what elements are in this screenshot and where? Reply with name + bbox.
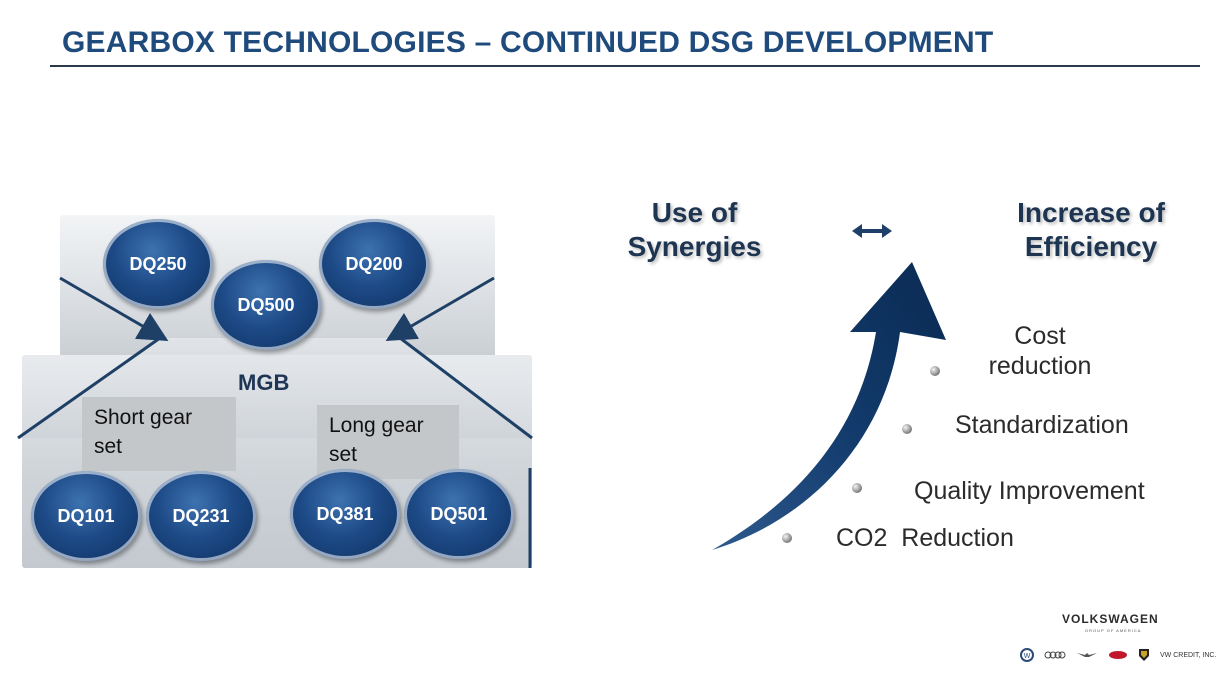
vw-logo-icon: W xyxy=(1020,648,1034,662)
svg-text:W: W xyxy=(1024,653,1031,660)
bullet-co2-reduction: CO2 Reduction xyxy=(836,524,1014,552)
bullet-standardization: Standardization xyxy=(955,411,1129,439)
slide-title: GEARBOX TECHNOLOGIES – CONTINUED DSG DEV… xyxy=(62,26,994,59)
disc-dq200: DQ200 xyxy=(319,219,429,309)
increase-of-efficiency-heading: Increase of Efficiency xyxy=(1017,197,1165,262)
disc-dq381: DQ381 xyxy=(290,469,400,559)
bullet-dot-2 xyxy=(902,424,912,434)
volkswagen-wordmark: VOLKSWAGEN xyxy=(1062,612,1159,626)
roof-right-line xyxy=(399,336,533,440)
audi-logo-icon xyxy=(1044,651,1066,659)
disc-dq500: DQ500 xyxy=(211,260,321,350)
lamborghini-logo-icon xyxy=(1139,649,1149,661)
bullet-dot-1 xyxy=(930,366,940,376)
left-arrow xyxy=(59,276,169,342)
group-of-america-label: GROUP OF AMERICA xyxy=(1085,628,1142,633)
use-of-synergies-heading: Use of Synergies xyxy=(627,197,762,262)
vw-credit-label: VW CREDIT, INC. xyxy=(1160,651,1217,659)
double-arrow-icon xyxy=(852,224,892,238)
title-divider xyxy=(50,65,1200,67)
brand-logo-row: W VW CREDIT, INC. xyxy=(1020,648,1216,662)
disc-dq250: DQ250 xyxy=(103,219,213,309)
gearbox-diagram: DQ250 DQ200 DQ500 MGB Short gear set Lon… xyxy=(0,0,560,685)
bullet-dot-4 xyxy=(782,533,792,543)
bullet-dot-3 xyxy=(852,483,862,493)
bentley-logo-icon xyxy=(1077,653,1097,657)
roof-left-line xyxy=(17,336,161,440)
bullet-cost-reduction: Cost reduction xyxy=(988,322,1092,380)
bullet-quality-improvement: Quality Improvement xyxy=(914,477,1145,505)
long-gear-set-label: Long gear set xyxy=(317,405,459,479)
short-gear-set-label: Short gear set xyxy=(82,397,236,471)
mgb-label: MGB xyxy=(238,370,290,395)
right-arrow xyxy=(385,276,495,342)
bugatti-logo-icon xyxy=(1109,651,1127,659)
disc-dq101: DQ101 xyxy=(31,471,141,561)
rising-arrow-icon xyxy=(712,262,946,550)
disc-dq501: DQ501 xyxy=(404,469,514,559)
disc-dq231: DQ231 xyxy=(146,471,256,561)
